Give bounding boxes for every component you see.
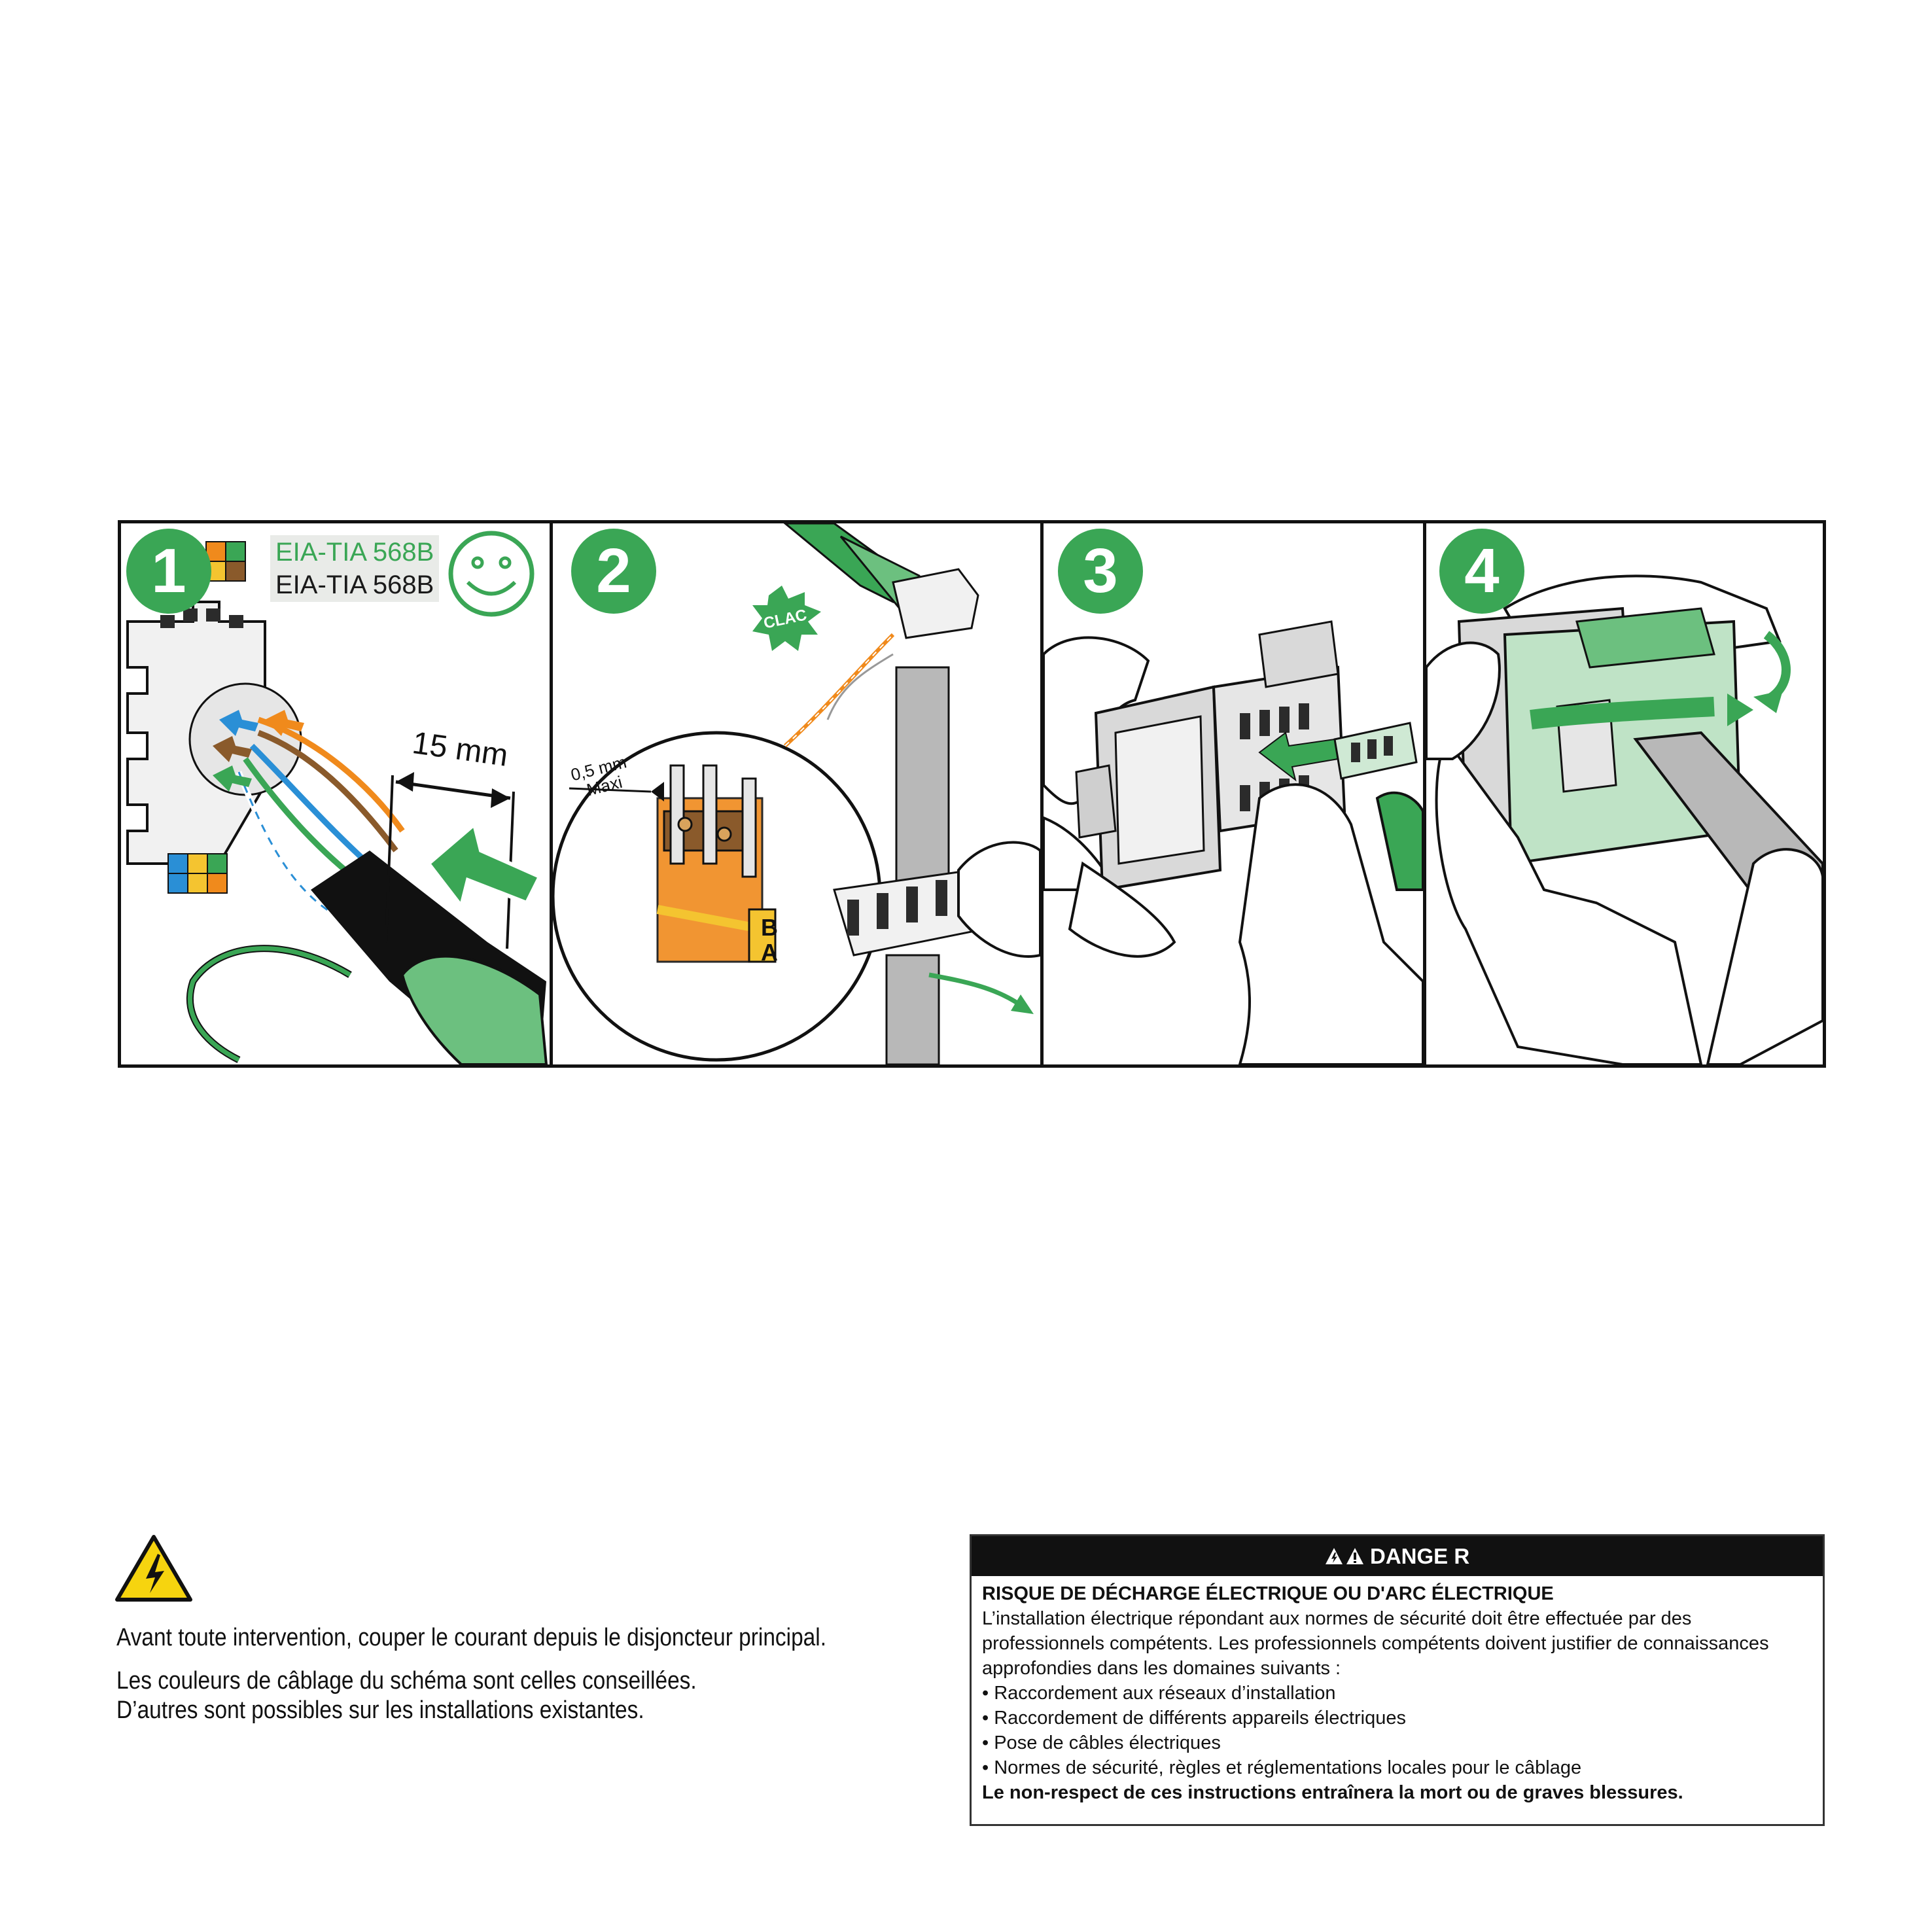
power-off-instruction: Avant toute intervention, couper le cour… — [116, 1624, 826, 1651]
pair-letter-b: B — [761, 914, 778, 941]
list-item: Raccordement aux réseaux d’installation — [982, 1681, 1812, 1706]
installation-steps-strip: 1 EIA-TIA 568B EIA-TIA 568B 15 mm B A — [118, 520, 1826, 1068]
danger-title: RISQUE DE DÉCHARGE ÉLECTRIQUE OU D'ARC É… — [982, 1583, 1554, 1604]
danger-body: RISQUE DE DÉCHARGE ÉLECTRIQUE OU D'ARC É… — [972, 1576, 1823, 1805]
list-item: Raccordement de différents appareils éle… — [982, 1706, 1812, 1730]
step-1-illustration — [126, 531, 548, 1064]
smiley-face-icon — [448, 531, 535, 617]
danger-intro: L’installation électrique répondant aux … — [982, 1608, 1769, 1679]
danger-header-text: DANGE R — [1369, 1544, 1470, 1568]
wiring-color-note: Les couleurs de câblage du schéma sont c… — [116, 1666, 697, 1725]
step-number-badge: 1 — [126, 529, 211, 614]
panel-divider — [550, 523, 553, 1064]
step-2-panel: B A 2 0,5 mm — [553, 523, 1040, 1064]
step-number-badge: 3 — [1058, 529, 1143, 614]
step-1-panel: 1 EIA-TIA 568B EIA-TIA 568B 15 mm — [121, 523, 550, 1064]
panel-divider — [1423, 523, 1426, 1064]
step-number-badge: 4 — [1439, 529, 1524, 614]
pair-letter-a: A — [761, 939, 778, 966]
danger-notice: DANGE R RISQUE DE DÉCHARGE ÉLECTRIQUE OU… — [970, 1534, 1825, 1826]
list-item: Normes de sécurité, règles et réglementa… — [982, 1755, 1812, 1780]
danger-header: DANGE R — [972, 1536, 1823, 1576]
wiring-color-note-line-1: Les couleurs de câblage du schéma sont c… — [116, 1667, 697, 1695]
wiring-standard-label-alt: EIA-TIA 568B — [270, 568, 440, 602]
step-4-panel: 4 — [1426, 523, 1823, 1064]
list-item: Pose de câbles électriques — [982, 1730, 1812, 1755]
step-number-badge: 2 — [571, 529, 656, 614]
hazard-triangle-icon — [1325, 1548, 1363, 1564]
electric-hazard-icon — [115, 1535, 192, 1602]
step-4-illustration — [1426, 574, 1823, 1064]
step-3-illustration — [1044, 620, 1423, 1064]
step-3-panel: 3 — [1044, 523, 1423, 1064]
step-2-illustration: B A — [553, 523, 1040, 1064]
panel-divider — [1040, 523, 1044, 1064]
danger-consequence: Le non-respect de ces instructions entra… — [982, 1782, 1683, 1803]
competence-list: Raccordement aux réseaux d’installation … — [982, 1681, 1812, 1780]
wiring-standard-label: EIA-TIA 568B — [270, 535, 440, 569]
wiring-color-note-line-2: D’autres sont possibles sur les installa… — [116, 1696, 644, 1724]
